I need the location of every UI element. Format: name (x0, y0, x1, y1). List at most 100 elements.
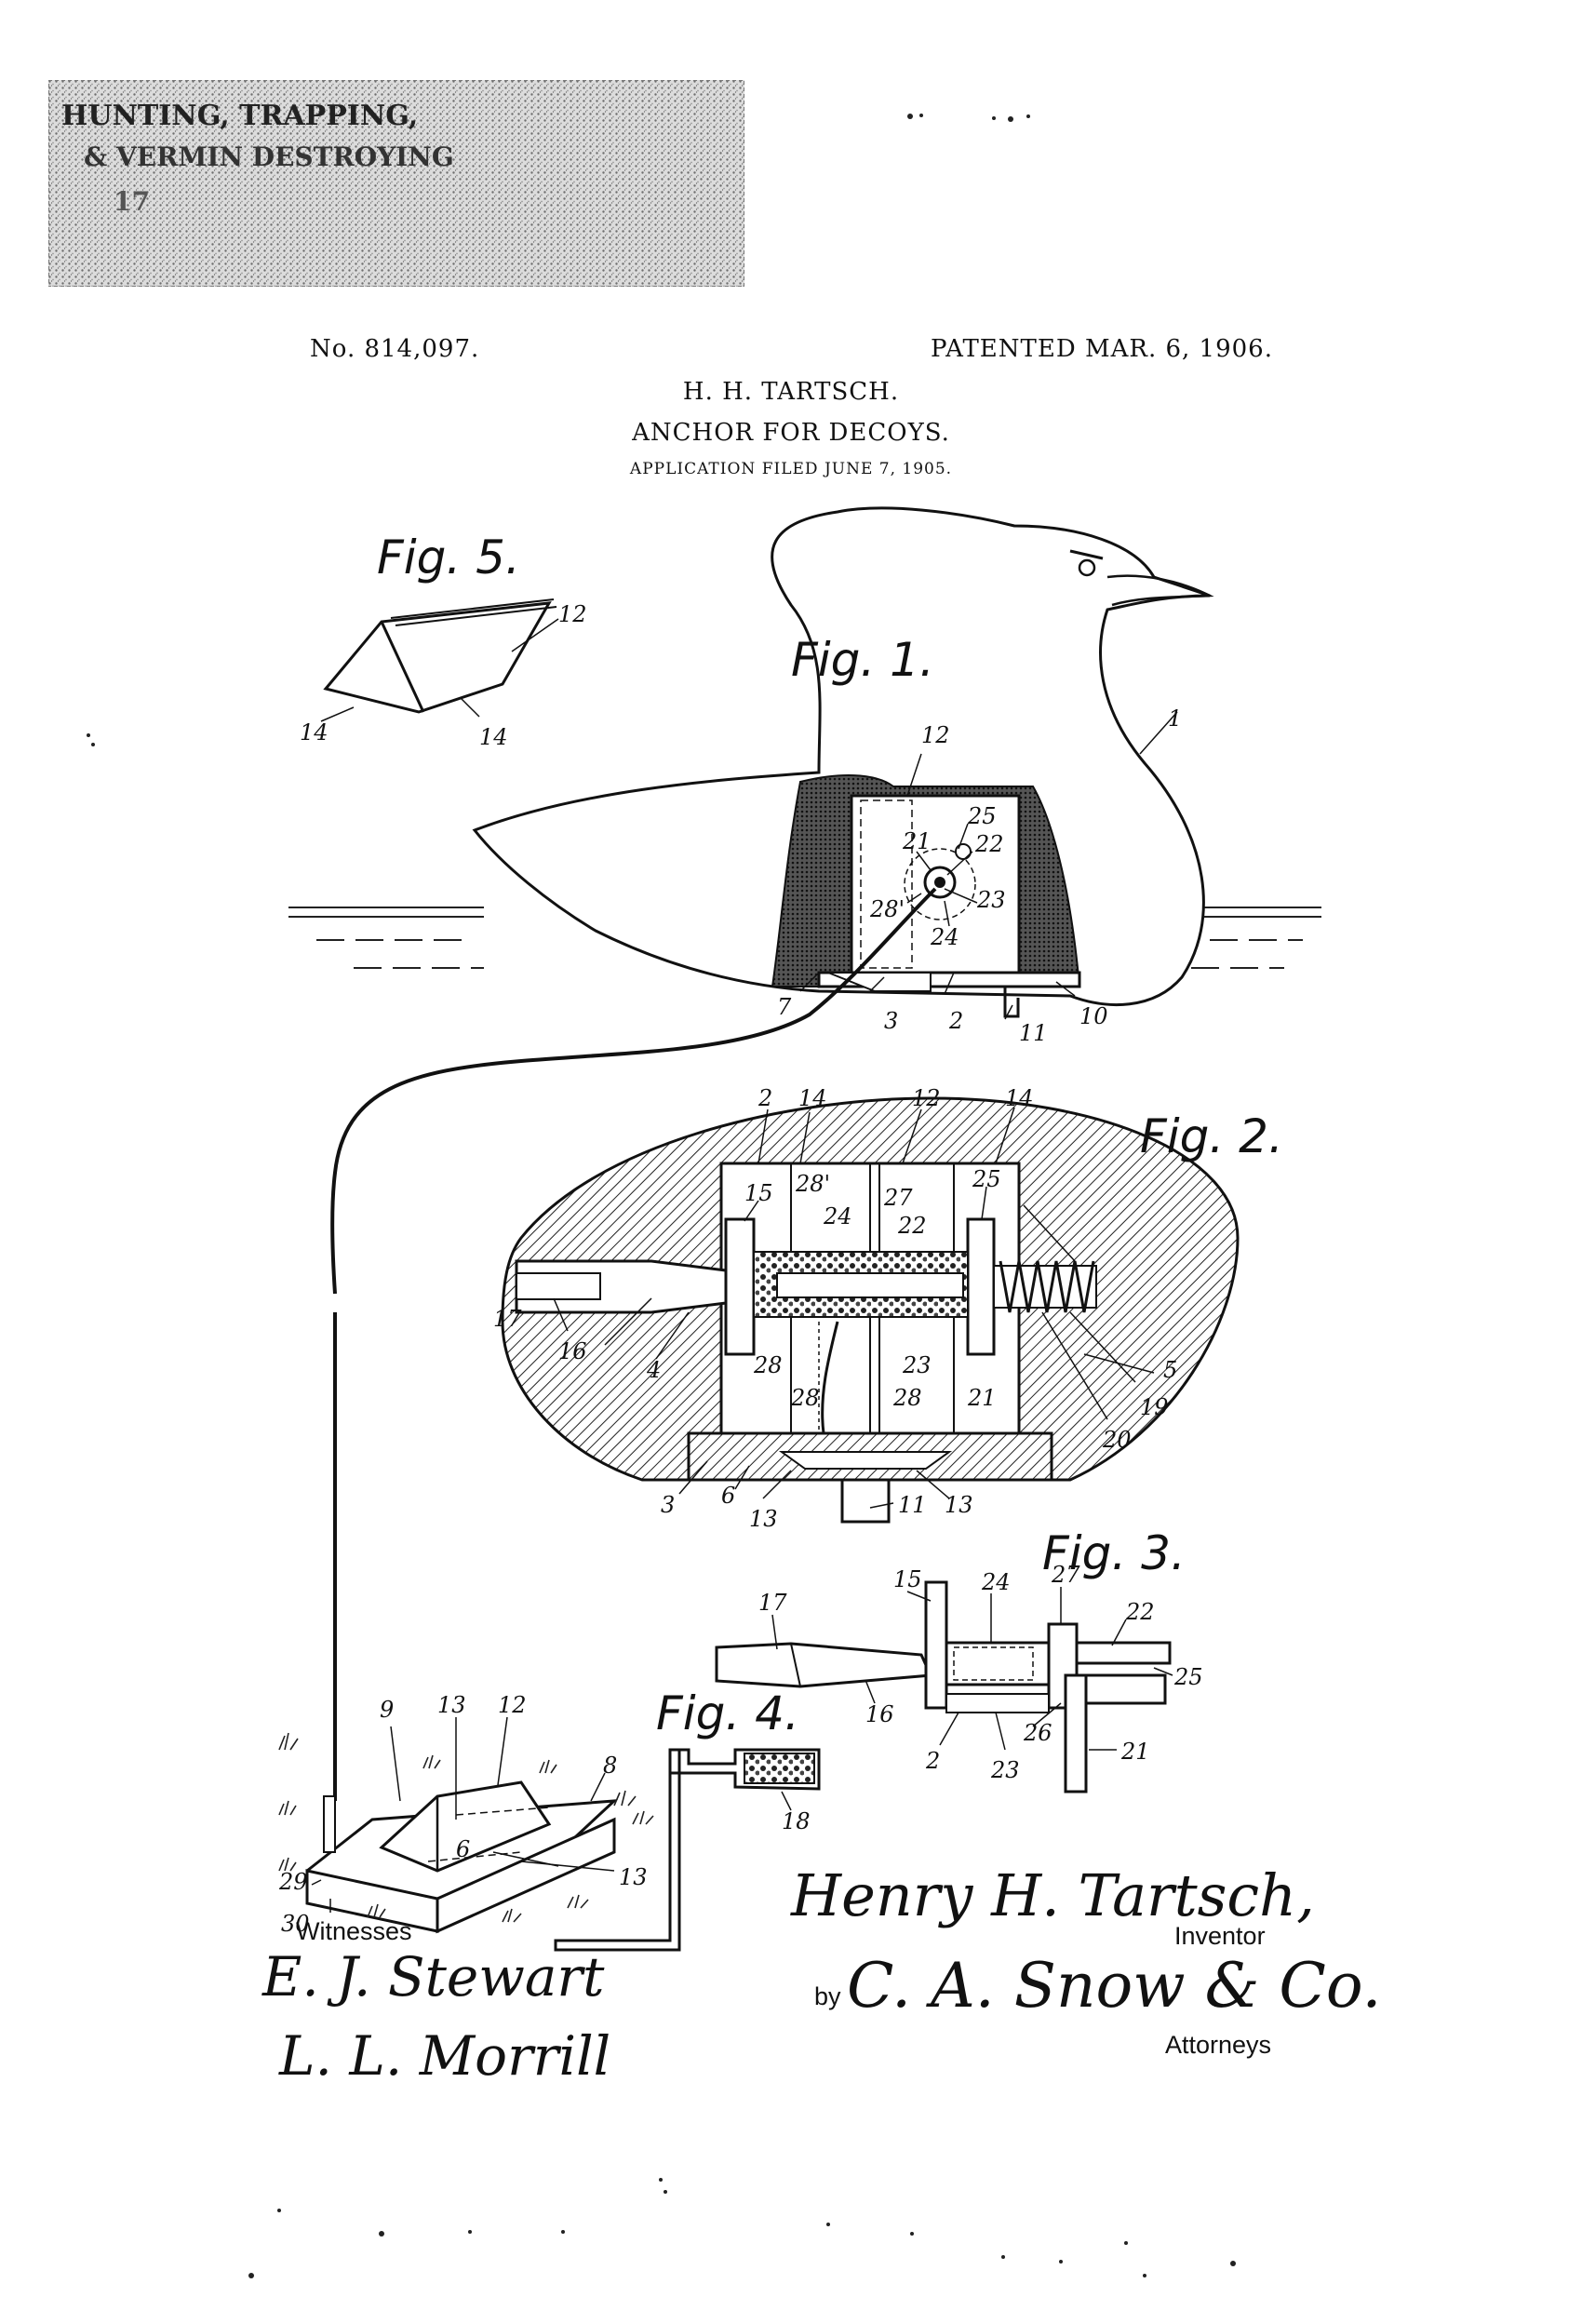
fig4-socket (744, 1753, 815, 1784)
fig1-box-dashed (860, 799, 913, 969)
fig3-num-21: 21 (1120, 1739, 1150, 1765)
fig2-num-25: 25 (972, 1166, 1001, 1192)
fig1-hook (1003, 987, 1020, 1018)
fig2-cord-down (821, 1321, 839, 1434)
patent-number: No. 814,097. (310, 335, 480, 363)
fig2-spring (999, 1260, 1095, 1313)
fig4-crank-arm (554, 1750, 681, 1952)
grass-tufts (278, 1732, 654, 1923)
fig2-num-28a: 28 (753, 1352, 783, 1378)
fig3-num-25: 25 (1173, 1664, 1203, 1690)
anchor-dashed-1 (455, 1807, 550, 1816)
fig2-num-3: 3 (661, 1492, 675, 1518)
fig5-num-14a: 14 (300, 719, 328, 746)
fig2-num-27: 27 (883, 1185, 913, 1211)
patent-title: ANCHOR FOR DECOYS. (632, 419, 950, 447)
fig2-num-28p: 28' (795, 1171, 830, 1197)
fig1-num-10: 10 (1079, 1003, 1108, 1029)
fig3-flange-left (924, 1580, 948, 1710)
classification-stamp: HUNTING, TRAPPING, & VERMIN DESTROYING 1… (48, 80, 744, 287)
fig1-num-12: 12 (921, 722, 950, 748)
fig2-num-14b: 14 (1005, 1085, 1034, 1111)
fig1-num-3: 3 (884, 1008, 898, 1034)
anchor-num-9: 9 (380, 1697, 394, 1723)
fig1-num-11: 11 (1019, 1020, 1048, 1046)
fig2-flange-right (966, 1217, 996, 1356)
inventor-label: Inventor (1174, 1922, 1266, 1950)
inventor-name: H. H. TARTSCH. (682, 378, 900, 406)
fig5-leader-14a (320, 706, 355, 722)
fig1-pin (955, 843, 972, 860)
fig2-num-6: 6 (721, 1483, 735, 1509)
fig5-leader-14b (460, 697, 480, 718)
fig2-num-21: 21 (967, 1385, 997, 1411)
attorney-signature: C. A. Snow & Co. (847, 1950, 1382, 2022)
stamp-texture: HUNTING, TRAPPING, & VERMIN DESTROYING 1… (48, 80, 744, 287)
paper-specks (87, 114, 1236, 2278)
fig3-num-26: 26 (1023, 1720, 1052, 1746)
fig1-reel-hub (934, 877, 945, 888)
witness-2-signature: L. L. Morrill (279, 2024, 611, 2088)
fig3-pin (1075, 1641, 1172, 1665)
inventor-signature: Henry H. Tartsch, (791, 1861, 1315, 1929)
fig3-leaders (771, 1587, 1173, 1751)
patented-date: PATENTED MAR. 6, 1906. (931, 335, 1273, 363)
stamp-line-1: HUNTING, TRAPPING, (61, 100, 418, 132)
fig3-num-2: 2 (925, 1748, 940, 1774)
fig4-label: Fig. 4. (656, 1686, 799, 1740)
figure-4: 18 (554, 1748, 821, 1952)
anchor-num-29: 29 (278, 1869, 308, 1895)
fig3-shaft-joint (790, 1643, 801, 1687)
fig3-plate (945, 1693, 1050, 1713)
fig1-eye (1078, 558, 1096, 577)
fig2-num-17: 17 (493, 1306, 522, 1332)
fig1-reel-outline (904, 848, 976, 920)
figure-3: 17 15 24 27 22 16 25 2 26 23 21 (715, 1562, 1203, 1793)
fig1-label: Fig. 1. (791, 633, 934, 687)
figure-5: 12 14 14 (300, 598, 587, 750)
fig2-num-5: 5 (1163, 1357, 1177, 1383)
fig1-num-28p: 28' (869, 896, 905, 922)
anchor-num-13b: 13 (619, 1864, 648, 1890)
fig5-num-12: 12 (558, 601, 587, 627)
figure-2: 2 14 12 14 15 28' 27 25 24 22 17 16 4 28… (493, 1085, 1240, 1532)
fig1-num-25: 25 (967, 803, 997, 829)
fig2-num-23: 23 (902, 1352, 932, 1378)
fig2-num-24: 24 (823, 1203, 852, 1229)
fig2-num-15: 15 (744, 1180, 773, 1206)
anchor-num-30: 30 (281, 1911, 310, 1937)
fig1-num-1: 1 (1168, 705, 1182, 732)
fig3-num-27: 27 (1051, 1562, 1080, 1588)
fig1-num-2: 2 (948, 1008, 963, 1034)
fig2-flange-left (724, 1217, 756, 1356)
fig2-num-12: 12 (912, 1085, 941, 1111)
fig2-label: Fig. 2. (1140, 1109, 1283, 1163)
fig3-flange-right (1064, 1673, 1088, 1793)
fig5-num-14b: 14 (479, 724, 508, 750)
anchor-num-13a: 13 (437, 1692, 466, 1718)
fig3-num-24: 24 (981, 1569, 1011, 1595)
fig5-edge (380, 621, 425, 713)
stamp-line-2: & VERMIN DESTROYING (84, 141, 454, 172)
fig3-lower-bar (1075, 1673, 1167, 1705)
fig3-num-22: 22 (1125, 1599, 1155, 1625)
fig5-label: Fig. 5. (377, 531, 520, 584)
fig4-num-18: 18 (782, 1808, 811, 1834)
fig4-leader-18 (781, 1791, 792, 1811)
anchor-num-12: 12 (498, 1692, 527, 1718)
stamp-line-3: 17 (114, 186, 150, 217)
application-filed: APPLICATION FILED JUNE 7, 1905. (629, 460, 953, 478)
fig2-num-20: 20 (1102, 1427, 1132, 1453)
fig5-block (323, 601, 552, 714)
figure-1: 1 12 25 21 22 23 28' 24 7 3 2 11 10 (288, 506, 1321, 1046)
by-label: by (814, 1982, 841, 2010)
anchor-figure: 9 13 12 8 6 29 30 13 (278, 1692, 654, 1937)
fig2-weight (778, 1451, 953, 1470)
fig2-num-2: 2 (757, 1085, 772, 1111)
witnesses-label: Witnesses (296, 1917, 412, 1945)
fig5-leader-12 (511, 618, 559, 652)
anchor-leaders (311, 1716, 615, 1913)
attorneys-label: Attorneys (1165, 2031, 1272, 2059)
fig2-hook-stub (840, 1478, 891, 1524)
